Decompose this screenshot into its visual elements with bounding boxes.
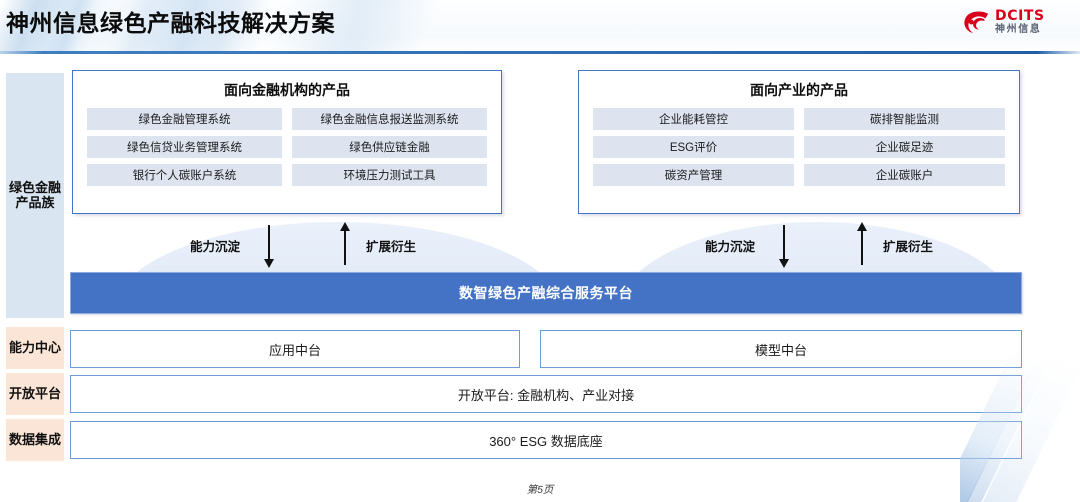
arrow-up-icon [338, 222, 352, 267]
layer-label: 360° ESG 数据底座 [489, 433, 603, 449]
flow-right-down: 能力沉淀 [705, 222, 791, 268]
arrow-down-icon [777, 223, 791, 268]
brand-logo: DCITS 神州信息 [962, 8, 1070, 42]
arrow-up-icon [855, 222, 869, 267]
page-number: 第5页 [526, 484, 554, 496]
product-chip[interactable]: 绿色信贷业务管理系统 [87, 136, 282, 158]
flow-label-expansion-derivation: 扩展衍生 [883, 239, 934, 254]
layer-label: 模型中台 [754, 342, 807, 358]
platform-label: 数智绿色产融综合服务平台 [459, 285, 633, 301]
layer-box-application-middle-platform[interactable]: 应用中台 [70, 330, 520, 368]
sidebar-item-label: 绿色金融产品族 [8, 179, 61, 210]
product-chip[interactable]: 企业碳足迹 [804, 136, 1005, 158]
corner-streak-decor [960, 352, 1080, 502]
sidebar-item-ability-center[interactable]: 能力中心 [6, 327, 64, 369]
flow-left-down: 能力沉淀 [190, 222, 276, 268]
product-chip[interactable]: ESG评价 [593, 136, 794, 158]
page-title: 神州信息绿色产融科技解决方案 [6, 11, 335, 37]
group-title: 面向金融机构的产品 [224, 82, 350, 98]
product-chip[interactable]: 企业碳账户 [804, 164, 1005, 186]
red-swoosh-icon [964, 11, 989, 34]
sidebar-item-label: 能力中心 [8, 339, 61, 355]
logo-en-text: DCITS [995, 8, 1045, 24]
flow-label-capability-precipitation: 能力沉淀 [705, 239, 756, 254]
platform-bar[interactable]: 数智绿色产融综合服务平台 [70, 272, 1022, 314]
logo-cn-text: 神州信息 [995, 24, 1042, 35]
product-chip[interactable]: 绿色金融管理系统 [87, 108, 282, 130]
sidebar-item-label: 开放平台 [8, 385, 61, 401]
product-chip[interactable]: 银行个人碳账户系统 [87, 164, 282, 186]
product-chip[interactable]: 碳资产管理 [593, 164, 794, 186]
logo-text-block: DCITS 神州信息 [995, 9, 1045, 36]
layer-box-data-foundation[interactable]: 360° ESG 数据底座 [70, 421, 1022, 459]
product-chip[interactable]: 绿色金融信息报送监测系统 [292, 108, 487, 130]
layer-box-open-platform[interactable]: 开放平台: 金融机构、产业对接 [70, 375, 1022, 413]
sidebar-item-label: 数据集成 [8, 431, 61, 447]
product-group-financial-institutions: 面向金融机构的产品 绿色金融管理系统 绿色金融信息报送监测系统 绿色信贷业务管理… [72, 70, 502, 214]
flow-right-up: 扩展衍生 [855, 222, 933, 268]
sidebar-item-green-finance-products[interactable]: 绿色金融产品族 [6, 73, 64, 318]
flow-left-up: 扩展衍生 [338, 222, 416, 268]
flow-label-capability-precipitation: 能力沉淀 [190, 239, 241, 254]
sidebar-item-open-platform[interactable]: 开放平台 [6, 373, 64, 415]
slide-header: 神州信息绿色产融科技解决方案 [0, 0, 1080, 52]
layer-label: 应用中台 [268, 342, 321, 358]
product-chip[interactable]: 碳排智能监测 [804, 108, 1005, 130]
product-group-industry: 面向产业的产品 企业能耗管控 碳排智能监测 ESG评价 企业碳足迹 碳资产管理 … [578, 70, 1020, 214]
product-chip[interactable]: 绿色供应链金融 [292, 136, 487, 158]
layer-label: 开放平台: 金融机构、产业对接 [457, 387, 635, 403]
product-chip-list: 绿色金融管理系统 绿色金融信息报送监测系统 绿色信贷业务管理系统 绿色供应链金融… [73, 108, 501, 186]
layer-box-model-middle-platform[interactable]: 模型中台 [540, 330, 1022, 368]
group-title: 面向产业的产品 [750, 82, 848, 98]
sidebar-item-data-integration[interactable]: 数据集成 [6, 419, 64, 461]
flow-label-expansion-derivation: 扩展衍生 [366, 239, 417, 254]
product-chip[interactable]: 环境压力测试工具 [292, 164, 487, 186]
arrow-down-icon [262, 223, 276, 268]
product-chip-list: 企业能耗管控 碳排智能监测 ESG评价 企业碳足迹 碳资产管理 企业碳账户 [579, 108, 1019, 186]
product-chip[interactable]: 企业能耗管控 [593, 108, 794, 130]
header-divider [0, 51, 1080, 54]
